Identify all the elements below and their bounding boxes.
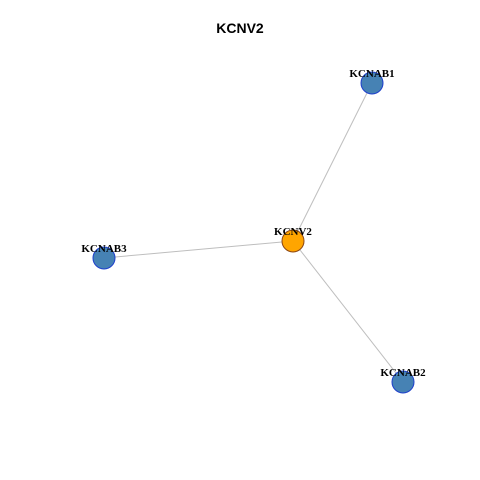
edges-layer (103, 82, 404, 383)
node-label-kcnab1: KCNAB1 (349, 68, 394, 80)
edge-kcnv2-kcnab1 (292, 82, 373, 242)
node-kcnab2 (391, 370, 415, 394)
node-kcnab3 (92, 246, 116, 270)
node-label-kcnab3: KCNAB3 (81, 243, 127, 255)
nodes-layer (92, 71, 415, 394)
node-label-kcnab2: KCNAB2 (380, 367, 426, 379)
node-kcnab1 (360, 71, 384, 95)
graph-title: KCNV2 (216, 20, 264, 36)
edge-kcnv2-kcnab3 (103, 240, 294, 259)
node-label-kcnv2: KCNV2 (274, 226, 312, 238)
node-kcnv2 (281, 229, 305, 253)
edge-kcnv2-kcnab2 (292, 240, 404, 383)
